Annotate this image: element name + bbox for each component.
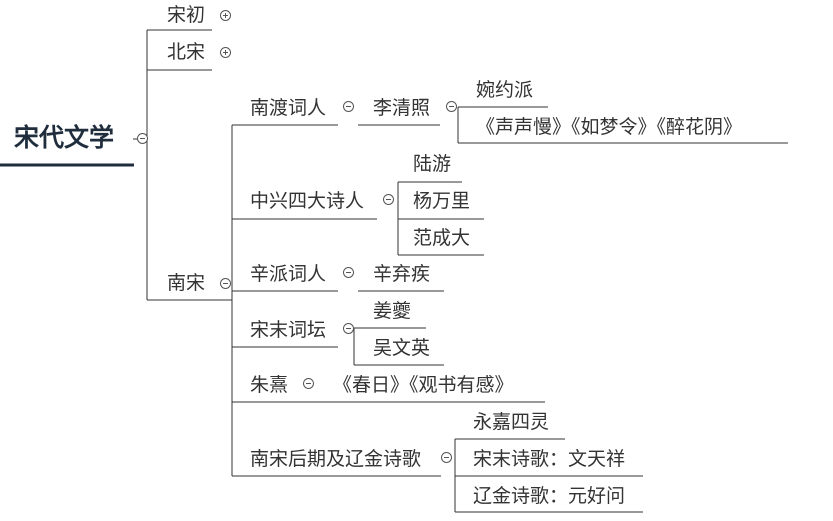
node-zhong-xing-si-da-shi-ren[interactable]: 中兴四大诗人 [250, 190, 365, 212]
bei-song-expand-icon[interactable] [220, 47, 231, 58]
node-song-mo-ci-tan[interactable]: 宋末词坛 [250, 319, 327, 341]
hou-qi-collapse-icon[interactable] [441, 452, 452, 463]
node-yong-jia-si-ling[interactable]: 永嘉四灵 [473, 411, 550, 433]
connector-zhongxing-children [397, 181, 484, 256]
nan-song-collapse-icon[interactable] [220, 278, 231, 289]
song-chu-expand-icon[interactable] [220, 10, 231, 21]
node-song-mo-shi-ge[interactable]: 宋末诗歌：文天祥 [473, 448, 626, 470]
root-node-label[interactable]: 宋代文学 [14, 123, 115, 152]
node-fan-chengda[interactable]: 范成大 [413, 227, 471, 249]
connector-root-to-level1 [133, 29, 232, 301]
node-bei-song[interactable]: 北宋 [167, 41, 206, 63]
node-yang-wanli[interactable]: 杨万里 [413, 190, 471, 212]
node-zhu-xi[interactable]: 朱熹 [250, 374, 289, 396]
node-song-chu[interactable]: 宋初 [167, 4, 206, 26]
node-li-qingzhao-works[interactable]: 《声声慢》《如梦令》《醉花阴》 [476, 116, 743, 138]
node-zhu-xi-works[interactable]: 《春日》《观书有感》 [333, 374, 514, 396]
xin-pai-collapse-icon[interactable] [343, 267, 354, 278]
connector-songmo-children [353, 327, 444, 366]
root-collapse-icon[interactable] [137, 133, 148, 144]
connector-nansong-to-level2 [231, 124, 441, 477]
node-li-qingzhao[interactable]: 李清照 [373, 97, 431, 119]
song-mo-ci-tan-collapse-icon[interactable] [343, 323, 354, 334]
node-wan-yue-pai[interactable]: 婉约派 [476, 79, 534, 101]
node-liao-jin-shi-ge[interactable]: 辽金诗歌：元好问 [473, 485, 626, 507]
node-nan-song-hou-qi[interactable]: 南宋后期及辽金诗歌 [250, 448, 422, 470]
node-xin-pai-ci-ren[interactable]: 辛派词人 [250, 263, 327, 285]
node-nan-du-ci-ren[interactable]: 南渡词人 [250, 97, 327, 119]
nan-du-collapse-icon[interactable] [343, 101, 354, 112]
zhong-xing-collapse-icon[interactable] [383, 194, 394, 205]
zhu-xi-collapse-icon[interactable] [303, 378, 314, 389]
node-wu-wenying[interactable]: 吴文英 [373, 337, 431, 359]
node-lu-you[interactable]: 陆游 [413, 153, 452, 175]
node-jiang-kui[interactable]: 姜夔 [373, 300, 412, 322]
li-qingzhao-collapse-icon[interactable] [446, 101, 457, 112]
node-xin-qiji[interactable]: 辛弃疾 [373, 263, 431, 285]
connector-liqingzhao-children [457, 106, 788, 144]
connector-houqi-children [454, 438, 643, 513]
node-nan-song[interactable]: 南宋 [167, 272, 206, 294]
